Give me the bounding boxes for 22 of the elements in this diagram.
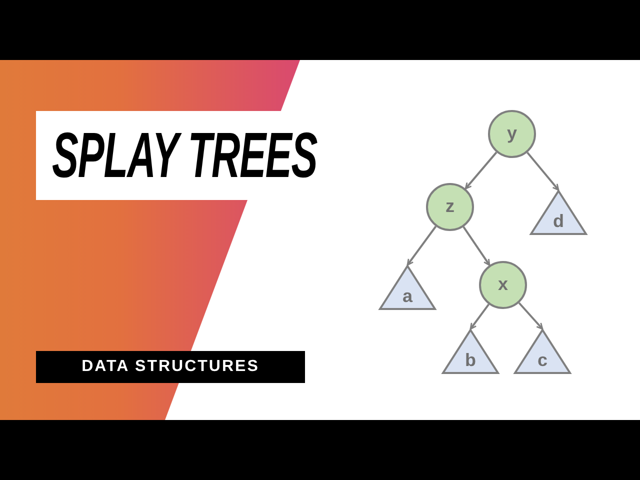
subtitle: DATA STRUCTURES — [82, 358, 260, 376]
node-label: c — [537, 351, 548, 372]
node-label: z — [446, 196, 454, 218]
arrow — [470, 304, 490, 330]
arrow — [406, 226, 437, 266]
title: SPLAY TREES — [52, 123, 318, 187]
node-label: b — [465, 351, 476, 372]
node-label: y — [506, 124, 517, 144]
tree-node-circle — [488, 110, 536, 158]
arrow — [526, 152, 560, 191]
subtree-triangle — [514, 329, 571, 374]
node-label: d — [553, 212, 564, 233]
arrow — [518, 302, 544, 330]
subtree-triangle — [379, 265, 436, 310]
node-label: a — [402, 287, 412, 308]
subtree-triangle — [530, 190, 587, 235]
arrow — [464, 152, 498, 190]
node-label: x — [498, 274, 508, 296]
subtree-triangle — [442, 329, 499, 374]
tree-node-circle — [426, 183, 474, 231]
tree-node-circle — [479, 261, 527, 309]
arrow — [462, 226, 490, 266]
